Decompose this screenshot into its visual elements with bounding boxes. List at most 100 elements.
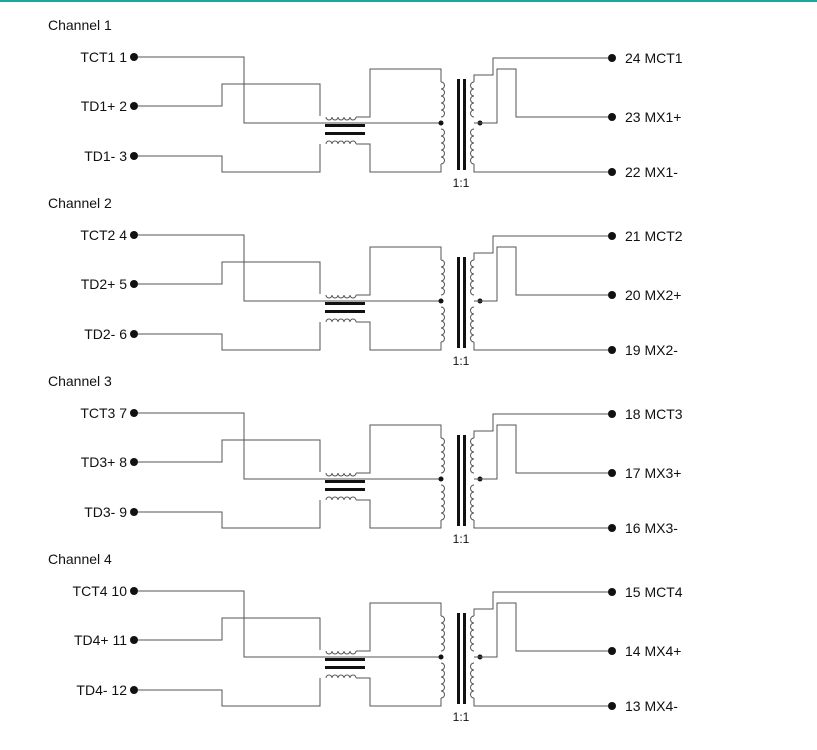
turns-ratio-label: 1:1 — [453, 532, 470, 546]
primary-lower-coil — [440, 484, 445, 521]
tct-pin-dot — [130, 587, 138, 595]
choke-bottom-coil — [325, 318, 357, 323]
transformer-core-right — [463, 257, 466, 348]
td-minus-wire — [138, 322, 321, 351]
transformer-core-left — [457, 435, 460, 526]
choke-core-bottom — [325, 488, 365, 491]
mx-minus-pin-dot — [608, 168, 616, 176]
td-plus-wire — [138, 617, 321, 650]
channel-title: Channel 1 — [48, 17, 112, 33]
choke-to-primary-top — [356, 246, 442, 296]
secondary-upper-coil — [470, 259, 475, 296]
primary-center-tap-dot — [438, 654, 444, 660]
mx-minus-wire — [473, 520, 608, 529]
choke-top-coil — [325, 650, 357, 655]
choke-to-primary-bottom — [356, 143, 442, 173]
mx-plus-pin-label: 20 MX2+ — [625, 287, 681, 303]
primary-center-tap-dot — [438, 476, 444, 482]
mx-plus-pin-dot — [608, 291, 616, 299]
td-minus-wire — [138, 500, 321, 529]
choke-core-bottom — [325, 132, 365, 135]
tct-wire — [138, 56, 441, 124]
mx-minus-wire — [473, 164, 608, 173]
choke-to-primary-top — [356, 68, 442, 118]
choke-core-top — [325, 480, 365, 483]
tct-pin-label: TCT4 10 — [73, 583, 128, 599]
tct-pin-dot — [130, 231, 138, 239]
primary-lower-coil — [440, 128, 445, 165]
mx-plus-wire — [474, 424, 608, 480]
mx-plus-pin-label: 17 MX3+ — [625, 465, 681, 481]
channel-title: Channel 2 — [48, 195, 112, 211]
choke-core-bottom — [325, 666, 365, 669]
td-plus-pin-dot — [130, 458, 138, 466]
primary-center-tap-dot — [438, 120, 444, 126]
primary-lower-coil — [440, 306, 445, 343]
mct-pin-label: 24 MCT1 — [625, 50, 683, 66]
mx-minus-pin-label: 16 MX3- — [625, 520, 678, 536]
choke-core-bottom — [325, 310, 365, 313]
tct-wire — [138, 412, 441, 480]
td-plus-pin-label: TD4+ 11 — [74, 632, 127, 648]
mct-wire — [473, 413, 608, 438]
mx-plus-pin-dot — [608, 469, 616, 477]
mct-wire — [473, 591, 608, 616]
secondary-lower-coil — [470, 662, 475, 699]
choke-core-top — [325, 658, 365, 661]
choke-top-coil — [325, 472, 357, 477]
transformer-core-left — [457, 257, 460, 348]
transformer-core-left — [457, 79, 460, 170]
choke-bottom-coil — [325, 140, 357, 145]
transformer-core-right — [463, 435, 466, 526]
turns-ratio-label: 1:1 — [453, 354, 470, 368]
td-minus-pin-dot — [130, 686, 138, 694]
mct-pin-label: 18 MCT3 — [625, 406, 683, 422]
mx-minus-pin-label: 13 MX4- — [625, 698, 678, 714]
mx-minus-pin-label: 19 MX2- — [625, 342, 678, 358]
td-minus-wire — [138, 144, 321, 173]
td-plus-wire — [138, 261, 321, 294]
primary-center-tap-dot — [438, 298, 444, 304]
secondary-lower-coil — [470, 306, 475, 343]
mct-pin-label: 15 MCT4 — [625, 584, 683, 600]
mct-pin-dot — [608, 588, 616, 596]
choke-bottom-coil — [325, 496, 357, 501]
td-plus-wire — [138, 439, 321, 472]
tct-pin-label: TCT1 1 — [80, 49, 127, 65]
mx-minus-wire — [473, 342, 608, 351]
primary-upper-coil — [440, 615, 445, 652]
td-minus-wire — [138, 678, 321, 707]
mx-minus-pin-dot — [608, 524, 616, 532]
secondary-upper-coil — [470, 81, 475, 118]
tct-wire — [138, 590, 441, 658]
td-minus-pin-label: TD1- 3 — [84, 148, 127, 164]
mct-pin-label: 21 MCT2 — [625, 228, 683, 244]
primary-lower-coil — [440, 662, 445, 699]
tct-pin-label: TCT2 4 — [80, 227, 127, 243]
td-plus-pin-dot — [130, 280, 138, 288]
mct-wire — [473, 235, 608, 260]
choke-top-coil — [325, 294, 357, 299]
choke-to-primary-bottom — [356, 321, 442, 351]
secondary-lower-coil — [470, 484, 475, 521]
td-minus-pin-label: TD4- 12 — [76, 682, 127, 698]
mx-minus-pin-label: 22 MX1- — [625, 164, 678, 180]
turns-ratio-label: 1:1 — [453, 710, 470, 724]
mct-pin-dot — [608, 54, 616, 62]
tct-wire — [138, 234, 441, 302]
td-minus-pin-dot — [130, 508, 138, 516]
td-minus-pin-label: TD3- 9 — [84, 504, 127, 520]
primary-upper-coil — [440, 259, 445, 296]
mct-pin-dot — [608, 232, 616, 240]
td-plus-pin-label: TD2+ 5 — [81, 276, 128, 292]
mx-plus-pin-dot — [608, 647, 616, 655]
mct-pin-dot — [608, 410, 616, 418]
mx-minus-wire — [473, 698, 608, 707]
mx-minus-pin-dot — [608, 702, 616, 710]
choke-to-primary-top — [356, 424, 442, 474]
choke-top-coil — [325, 116, 357, 121]
secondary-lower-coil — [470, 128, 475, 165]
td-minus-pin-dot — [130, 152, 138, 160]
